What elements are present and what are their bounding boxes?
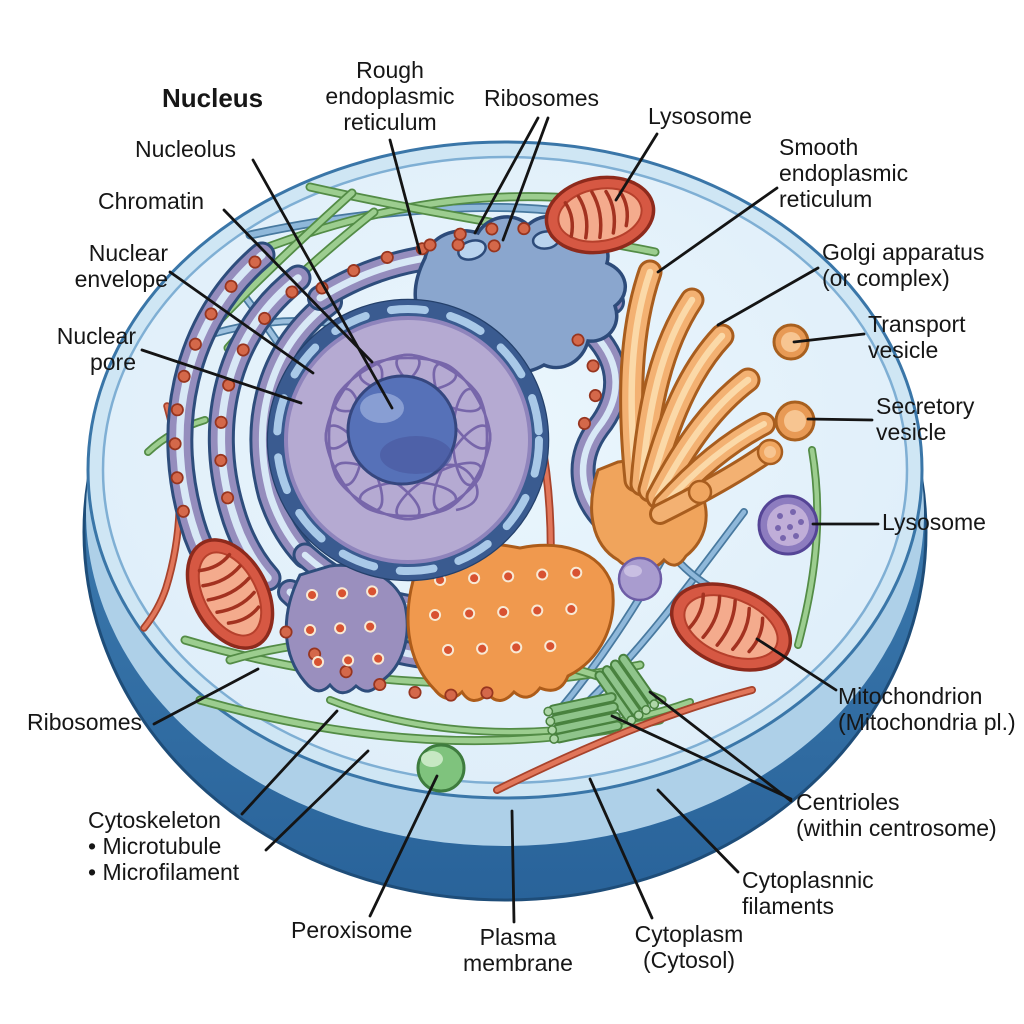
label-nuclear-envelope: Nuclear envelope [74, 240, 168, 292]
label-secretory-vesicle: Secretory vesicle [876, 393, 975, 445]
leader-cytoplasm [588, 777, 654, 920]
label-ribosomes-top: Ribosomes [484, 85, 600, 111]
leader-cytoskeleton-1 [240, 709, 339, 816]
leader-transport-vesicle [792, 332, 866, 344]
label-smooth-er: Smooth endoplasmic reticulum [779, 134, 909, 212]
leader-centrioles-1 [610, 714, 793, 801]
leader-smooth-er [656, 186, 779, 274]
ribosome-dots [168, 221, 603, 702]
leader-lines [140, 116, 880, 924]
transport-vesicle [772, 323, 810, 361]
label-plasma-membrane: Plasma membrane [463, 924, 573, 976]
centrioles [543, 653, 660, 744]
mitochondrion-left [185, 538, 275, 650]
golgi-cisternae [619, 259, 779, 525]
label-nucleolus: Nucleolus [135, 136, 236, 162]
mitochondrion-right [669, 582, 793, 672]
leader-cytoplasmic-filaments [656, 788, 740, 874]
leader-chromatin [222, 208, 374, 364]
leader-golgi [716, 266, 820, 327]
label-cytoskeleton: Cytoskeleton • Microtubule • Microfilame… [88, 807, 240, 885]
leader-mitochondrion [755, 637, 838, 692]
label-cytoplasmic-filaments: Cytoplasnnic filaments [742, 867, 874, 919]
leader-nuclear-pore [140, 348, 303, 405]
label-lysosome-top: Lysosome [648, 103, 752, 129]
mitochondrion-top [544, 175, 656, 255]
label-nuclear-pore: Nuclear pore [56, 323, 136, 375]
leader-ribosomes-left [152, 667, 260, 726]
leader-centrioles-2 [648, 690, 793, 803]
leader-nuclear-envelope [168, 270, 315, 375]
label-centrioles: Centrioles (within centrosome) [796, 789, 997, 841]
leader-cytoskeleton-2 [264, 749, 370, 852]
nucleolus [346, 374, 458, 486]
label-cytoplasm: Cytoplasm (Cytosol) [634, 921, 744, 973]
golgi-apparatus [590, 259, 784, 569]
lysosome [757, 494, 819, 556]
storage-vesicle [617, 556, 663, 602]
label-mitochondrion: Mitochondrion (Mitochondria pl.) [838, 683, 1016, 735]
leader-secretory-vesicle [806, 417, 874, 422]
label-chromatin: Chromatin [98, 188, 205, 214]
golgi-buds [687, 438, 784, 505]
leader-rough-er [388, 138, 422, 255]
label-lysosome-right: Lysosome [882, 509, 986, 535]
label-peroxisome: Peroxisome [291, 917, 413, 943]
label-rough-er: Rough endoplasmic reticulum [325, 57, 455, 135]
leader-peroxisome [368, 774, 439, 918]
leader-ribosomes-top-2 [501, 116, 550, 242]
label-nucleus: Nucleus [162, 83, 264, 113]
label-ribosomes-left: Ribosomes [27, 709, 143, 735]
leader-ribosomes-top-1 [473, 116, 540, 235]
leader-plasma-membrane [510, 809, 516, 924]
peroxisome [416, 743, 466, 793]
secretory-vesicle [774, 400, 816, 442]
label-transport-vesicle: Transport vesicle [868, 311, 966, 363]
nucleus [266, 298, 550, 582]
label-golgi: Golgi apparatus (or complex) [822, 239, 985, 291]
leader-nucleolus [251, 158, 394, 410]
leader-lysosome-top [614, 132, 659, 202]
